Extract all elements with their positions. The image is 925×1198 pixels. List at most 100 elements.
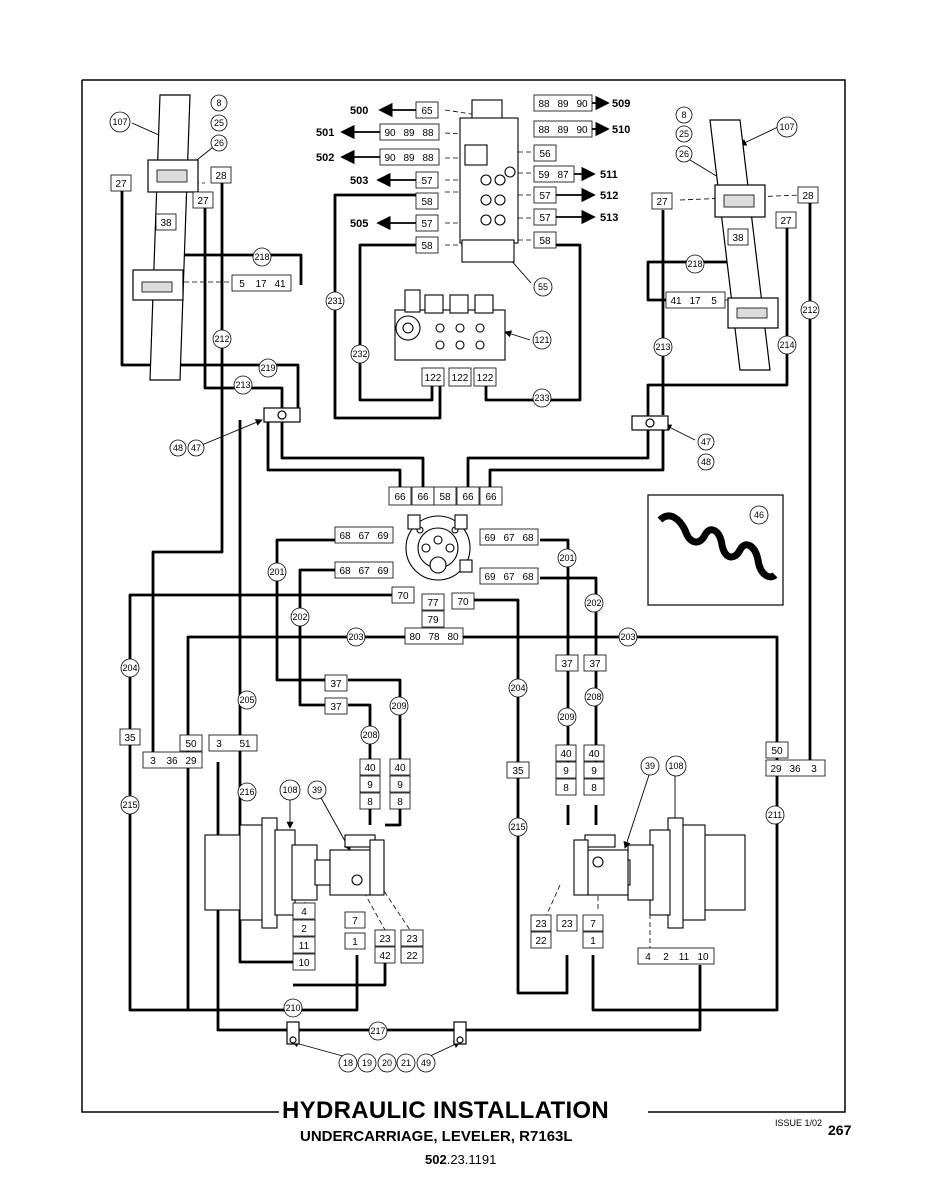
- svg-text:89: 89: [403, 128, 415, 139]
- svg-text:214: 214: [779, 340, 794, 350]
- svg-text:208: 208: [586, 692, 601, 702]
- svg-text:25: 25: [214, 118, 224, 128]
- svg-text:47: 47: [701, 437, 711, 447]
- output-513: 513: [600, 212, 618, 224]
- svg-text:215: 215: [122, 800, 137, 810]
- svg-text:41: 41: [670, 296, 682, 307]
- svg-text:218: 218: [687, 259, 702, 269]
- svg-text:66: 66: [462, 492, 474, 503]
- svg-text:10: 10: [298, 958, 310, 969]
- svg-text:4: 4: [645, 952, 651, 963]
- svg-text:68: 68: [339, 566, 351, 577]
- svg-text:22: 22: [406, 951, 418, 962]
- svg-text:38: 38: [160, 218, 172, 229]
- svg-text:89: 89: [557, 99, 569, 110]
- svg-text:2: 2: [301, 924, 307, 935]
- svg-text:49: 49: [421, 1058, 431, 1068]
- left-drive-motor: [204, 817, 385, 929]
- svg-text:204: 204: [122, 663, 137, 673]
- svg-text:89: 89: [557, 125, 569, 136]
- svg-text:88: 88: [422, 153, 434, 164]
- svg-text:203: 203: [620, 632, 635, 642]
- svg-text:217: 217: [370, 1026, 385, 1036]
- svg-text:48: 48: [701, 457, 711, 467]
- svg-text:59: 59: [538, 170, 550, 181]
- svg-text:10: 10: [697, 952, 709, 963]
- svg-text:27: 27: [656, 197, 668, 208]
- svg-text:47: 47: [191, 443, 201, 453]
- svg-text:46: 46: [754, 510, 764, 520]
- svg-text:27: 27: [780, 216, 792, 227]
- svg-text:70: 70: [397, 591, 409, 602]
- svg-text:90: 90: [576, 125, 588, 136]
- right-drive-motor: [573, 817, 746, 929]
- svg-text:67: 67: [358, 566, 370, 577]
- svg-text:210: 210: [285, 1003, 300, 1013]
- svg-text:90: 90: [384, 153, 396, 164]
- svg-text:9: 9: [563, 766, 569, 777]
- svg-text:209: 209: [391, 701, 406, 711]
- svg-text:67: 67: [358, 531, 370, 542]
- svg-text:121: 121: [534, 335, 549, 345]
- svg-text:11: 11: [679, 952, 690, 963]
- svg-text:231: 231: [327, 296, 342, 306]
- svg-text:68: 68: [522, 533, 534, 544]
- svg-text:203: 203: [348, 632, 363, 642]
- svg-text:8: 8: [397, 797, 403, 808]
- svg-text:48: 48: [173, 443, 183, 453]
- svg-text:27: 27: [115, 179, 127, 190]
- svg-text:35: 35: [124, 733, 136, 744]
- svg-text:201: 201: [559, 553, 574, 563]
- svg-text:212: 212: [214, 334, 229, 344]
- svg-text:3: 3: [150, 756, 156, 767]
- svg-text:212: 212: [802, 305, 817, 315]
- svg-text:57: 57: [539, 191, 551, 202]
- svg-text:57: 57: [421, 176, 433, 187]
- document-number-suffix: .23.1191: [446, 1152, 497, 1167]
- svg-text:29: 29: [770, 764, 782, 775]
- svg-text:57: 57: [421, 219, 433, 230]
- svg-text:23: 23: [406, 934, 418, 945]
- svg-text:208: 208: [362, 730, 377, 740]
- svg-text:215: 215: [510, 822, 525, 832]
- svg-text:69: 69: [484, 533, 496, 544]
- svg-text:90: 90: [576, 99, 588, 110]
- svg-text:5: 5: [711, 296, 717, 307]
- svg-text:69: 69: [377, 566, 389, 577]
- svg-text:70: 70: [457, 597, 469, 608]
- page-title: HYDRAULIC INSTALLATION: [282, 1097, 610, 1124]
- svg-text:23: 23: [535, 919, 547, 930]
- svg-text:211: 211: [768, 810, 782, 820]
- svg-text:216: 216: [239, 787, 254, 797]
- svg-text:108: 108: [668, 761, 683, 771]
- svg-text:29: 29: [185, 756, 197, 767]
- output-512: 512: [600, 190, 618, 202]
- svg-text:8: 8: [591, 783, 597, 794]
- svg-text:9: 9: [591, 766, 597, 777]
- hose-clamps: [263, 407, 669, 1045]
- output-510: 510: [612, 124, 630, 136]
- center-manifold: [405, 514, 473, 581]
- svg-text:22: 22: [535, 936, 547, 947]
- svg-text:41: 41: [274, 279, 286, 290]
- svg-text:107: 107: [779, 122, 794, 132]
- svg-text:57: 57: [539, 213, 551, 224]
- svg-text:78: 78: [428, 632, 440, 643]
- svg-text:20: 20: [382, 1058, 392, 1068]
- svg-text:17: 17: [689, 296, 701, 307]
- svg-text:55: 55: [538, 282, 548, 292]
- svg-text:2: 2: [663, 952, 669, 963]
- svg-text:68: 68: [339, 531, 351, 542]
- svg-text:38: 38: [732, 233, 744, 244]
- svg-text:205: 205: [239, 695, 254, 705]
- document-number: 502.23.1191: [425, 1152, 496, 1167]
- svg-text:202: 202: [586, 598, 601, 608]
- svg-text:23: 23: [561, 919, 573, 930]
- svg-text:58: 58: [421, 197, 433, 208]
- svg-text:37: 37: [561, 659, 573, 670]
- svg-text:122: 122: [425, 373, 442, 384]
- svg-text:232: 232: [352, 349, 367, 359]
- page-number: 267: [828, 1122, 852, 1138]
